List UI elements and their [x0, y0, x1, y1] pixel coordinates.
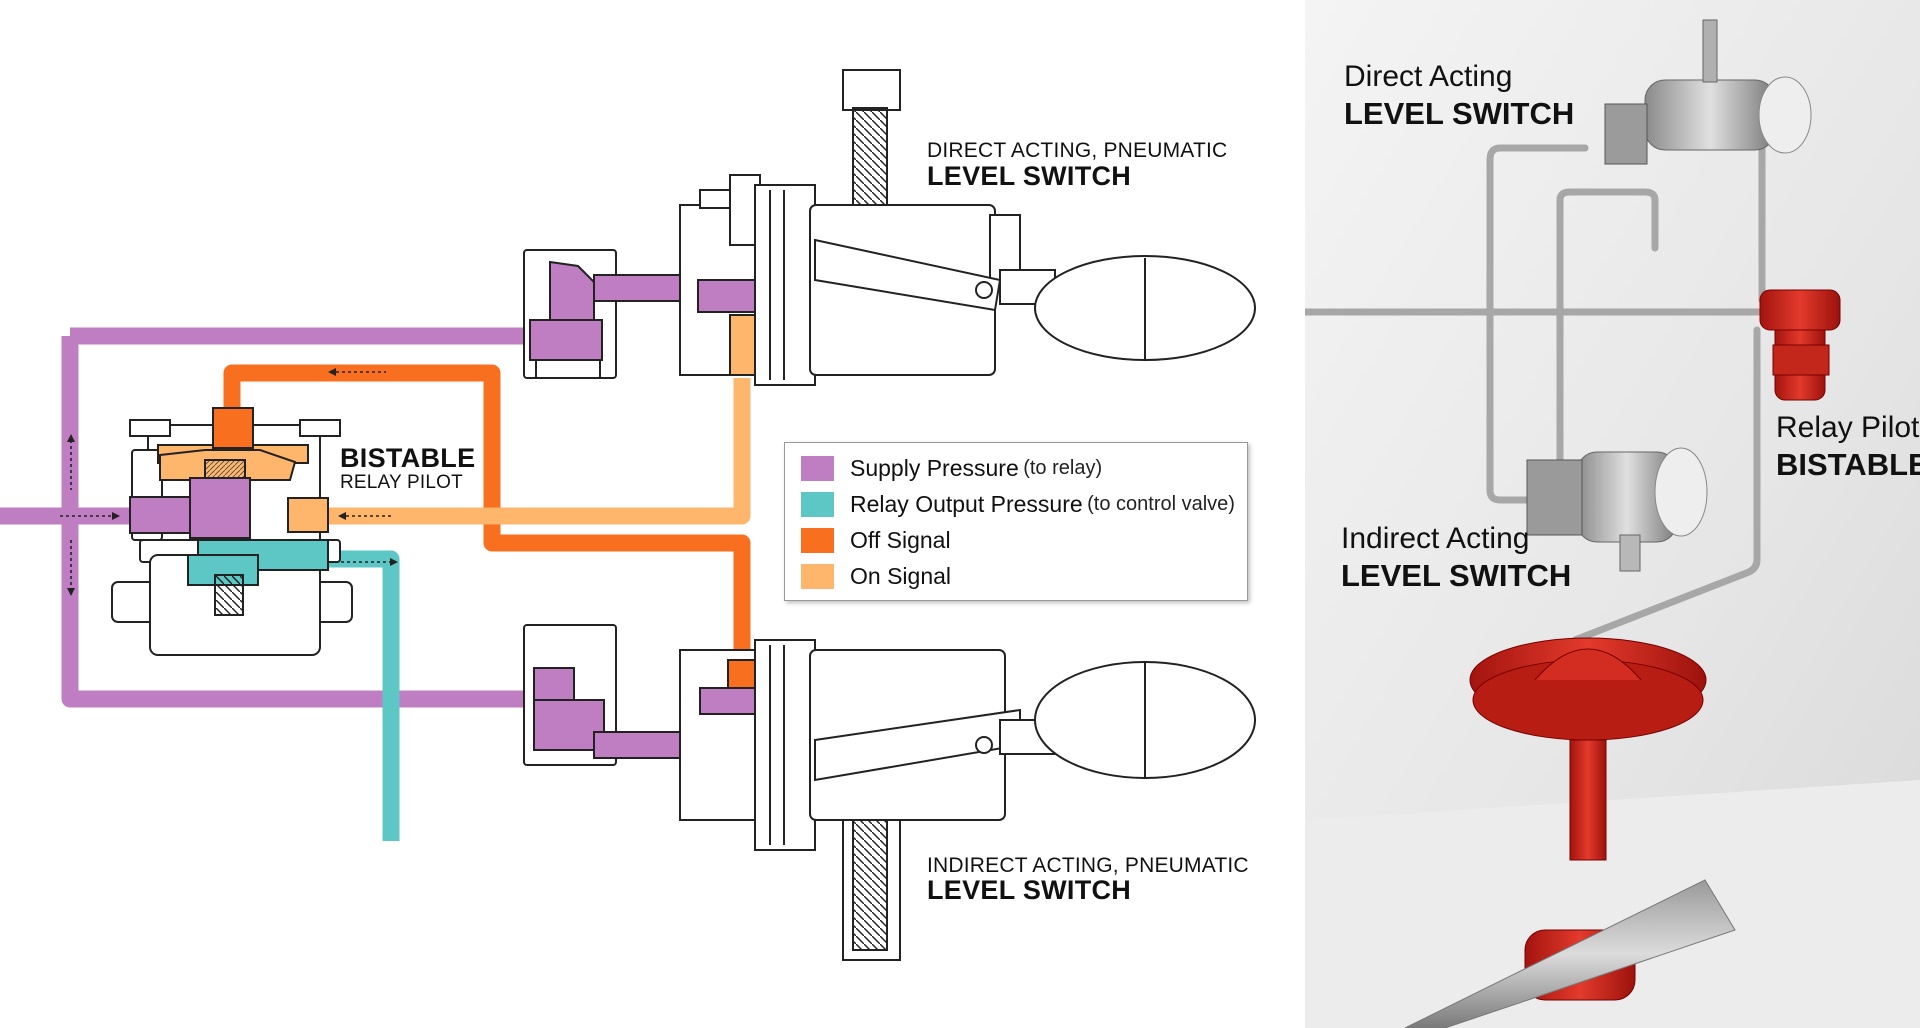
indirect-switch-title: LEVEL SWITCH — [927, 875, 1132, 905]
photo-direct-title: LEVEL SWITCH — [1344, 96, 1575, 131]
photo-control-valve — [1404, 637, 1736, 1028]
legend-note: (to control valve) — [1087, 492, 1235, 515]
legend-item-off: Off Signal — [801, 525, 951, 555]
on-signal-line — [300, 378, 751, 525]
flow-arrows — [60, 371, 392, 590]
legend-item-output: Relay Output Pressure (to control valve) — [801, 489, 1235, 519]
photo-indirect-caption: Indirect Acting — [1341, 522, 1530, 555]
legend: Supply Pressure (to relay) Relay Output … — [784, 442, 1248, 601]
legend-item-supply: Supply Pressure (to relay) — [801, 453, 1102, 483]
installation-photo — [1305, 0, 1920, 1028]
indirect-switch-caption: INDIRECT ACTING, PNEUMATIC — [927, 854, 1249, 877]
legend-item-on: On Signal — [801, 561, 951, 591]
photo-relay-caption: Relay Pilot — [1776, 411, 1920, 444]
photo-relay-title: BISTABLE — [1776, 447, 1920, 482]
pneumatic-schematic — [0, 69, 1256, 961]
bistable-relay-pilot — [111, 407, 353, 656]
legend-swatch — [801, 491, 834, 517]
photo-direct-caption: Direct Acting — [1344, 60, 1513, 93]
indirect-acting-level-switch — [523, 624, 1256, 961]
legend-label: Off Signal — [850, 526, 951, 553]
legend-label: On Signal — [850, 562, 952, 589]
direct-acting-level-switch — [523, 69, 1256, 386]
photo-direct-switch — [1604, 19, 1812, 165]
legend-label: Supply Pressure — [850, 454, 1019, 481]
photo-relay-pilot — [1759, 289, 1841, 401]
legend-swatch — [801, 455, 834, 481]
direct-switch-title: LEVEL SWITCH — [927, 161, 1132, 191]
relay-title: BISTABLE — [340, 443, 476, 473]
legend-swatch — [801, 527, 834, 553]
direct-switch-caption: DIRECT ACTING, PNEUMATIC — [927, 139, 1228, 162]
photo-indirect-title: LEVEL SWITCH — [1341, 558, 1572, 593]
legend-swatch — [801, 563, 834, 589]
photo-indirect-switch — [1526, 447, 1708, 572]
legend-label: Relay Output Pressure — [850, 490, 1083, 517]
relay-caption: RELAY PILOT — [340, 472, 463, 493]
legend-note: (to relay) — [1023, 456, 1103, 479]
off-signal-line — [223, 364, 751, 668]
